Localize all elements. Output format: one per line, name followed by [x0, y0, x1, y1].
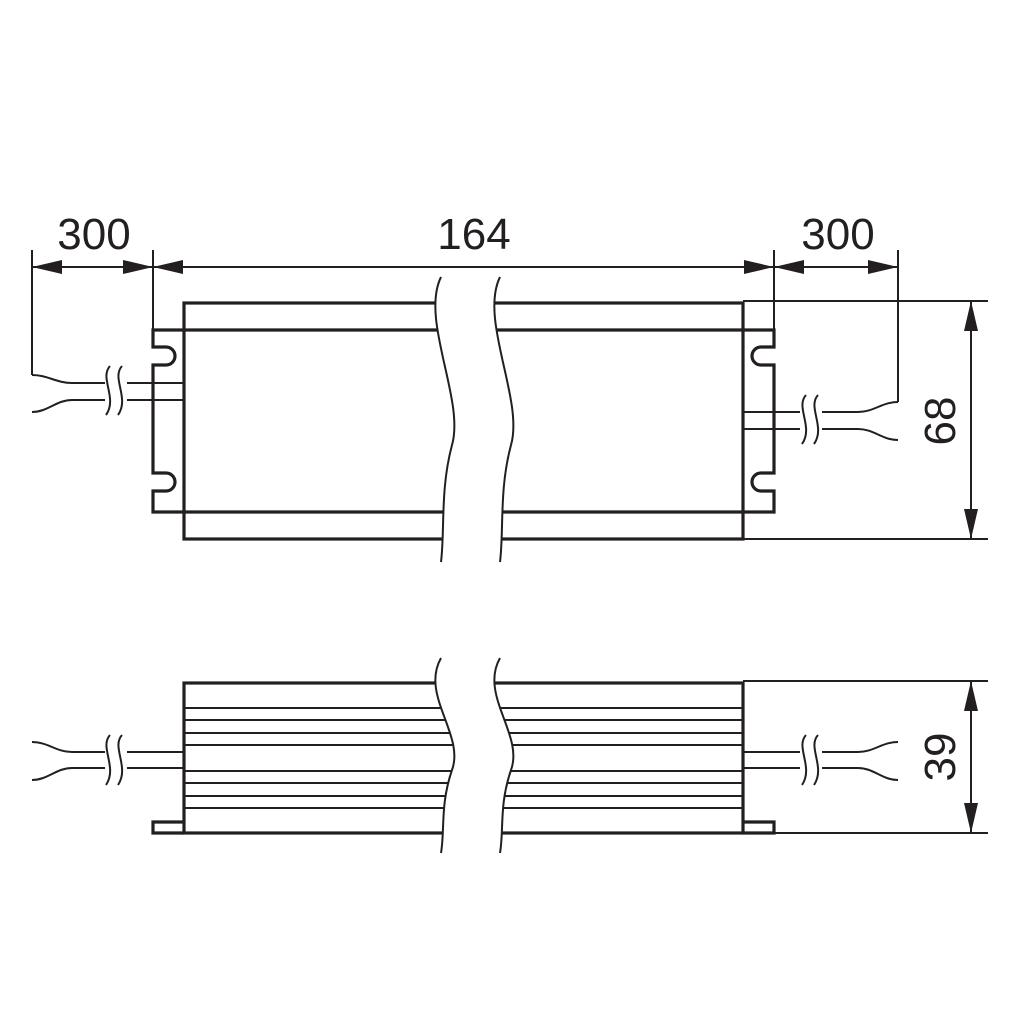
left-cable [31, 365, 184, 416]
dimension-height: 39 [916, 681, 978, 833]
right-mounting-flange [743, 328, 776, 514]
top-break-line-left [434, 276, 456, 563]
right-wire-fork [857, 401, 899, 441]
top-break-line-right [493, 276, 515, 563]
dimension-right-cable: 300 [774, 210, 898, 274]
side-right-wire-fork [857, 741, 899, 781]
left-mounting-flange [151, 328, 184, 514]
left-mounting-foot [151, 820, 184, 835]
dimension-body-length: 164 [153, 210, 774, 274]
side-left-wire-fork [31, 741, 73, 781]
dimension-left-cable: 300 [32, 210, 153, 274]
dimension-label-width: 68 [916, 397, 965, 446]
right-mounting-foot [743, 820, 776, 835]
dimension-label-height: 39 [916, 733, 965, 782]
dimension-label-left-cable: 300 [57, 210, 130, 259]
left-wire-fork [31, 374, 73, 413]
side-right-cable [743, 734, 899, 786]
dimension-label-body-length: 164 [437, 210, 510, 259]
side-break-line-left [434, 657, 456, 854]
top-break-gap [435, 277, 514, 562]
right-cable [743, 394, 899, 445]
side-break-gap [435, 658, 514, 853]
dimension-width: 68 [916, 301, 978, 539]
top-view: 300 164 300 68 [31, 210, 988, 563]
dimension-label-right-cable: 300 [801, 210, 874, 259]
side-left-cable [31, 734, 184, 786]
side-break-line-right [493, 657, 515, 854]
side-view: 39 [31, 657, 988, 854]
